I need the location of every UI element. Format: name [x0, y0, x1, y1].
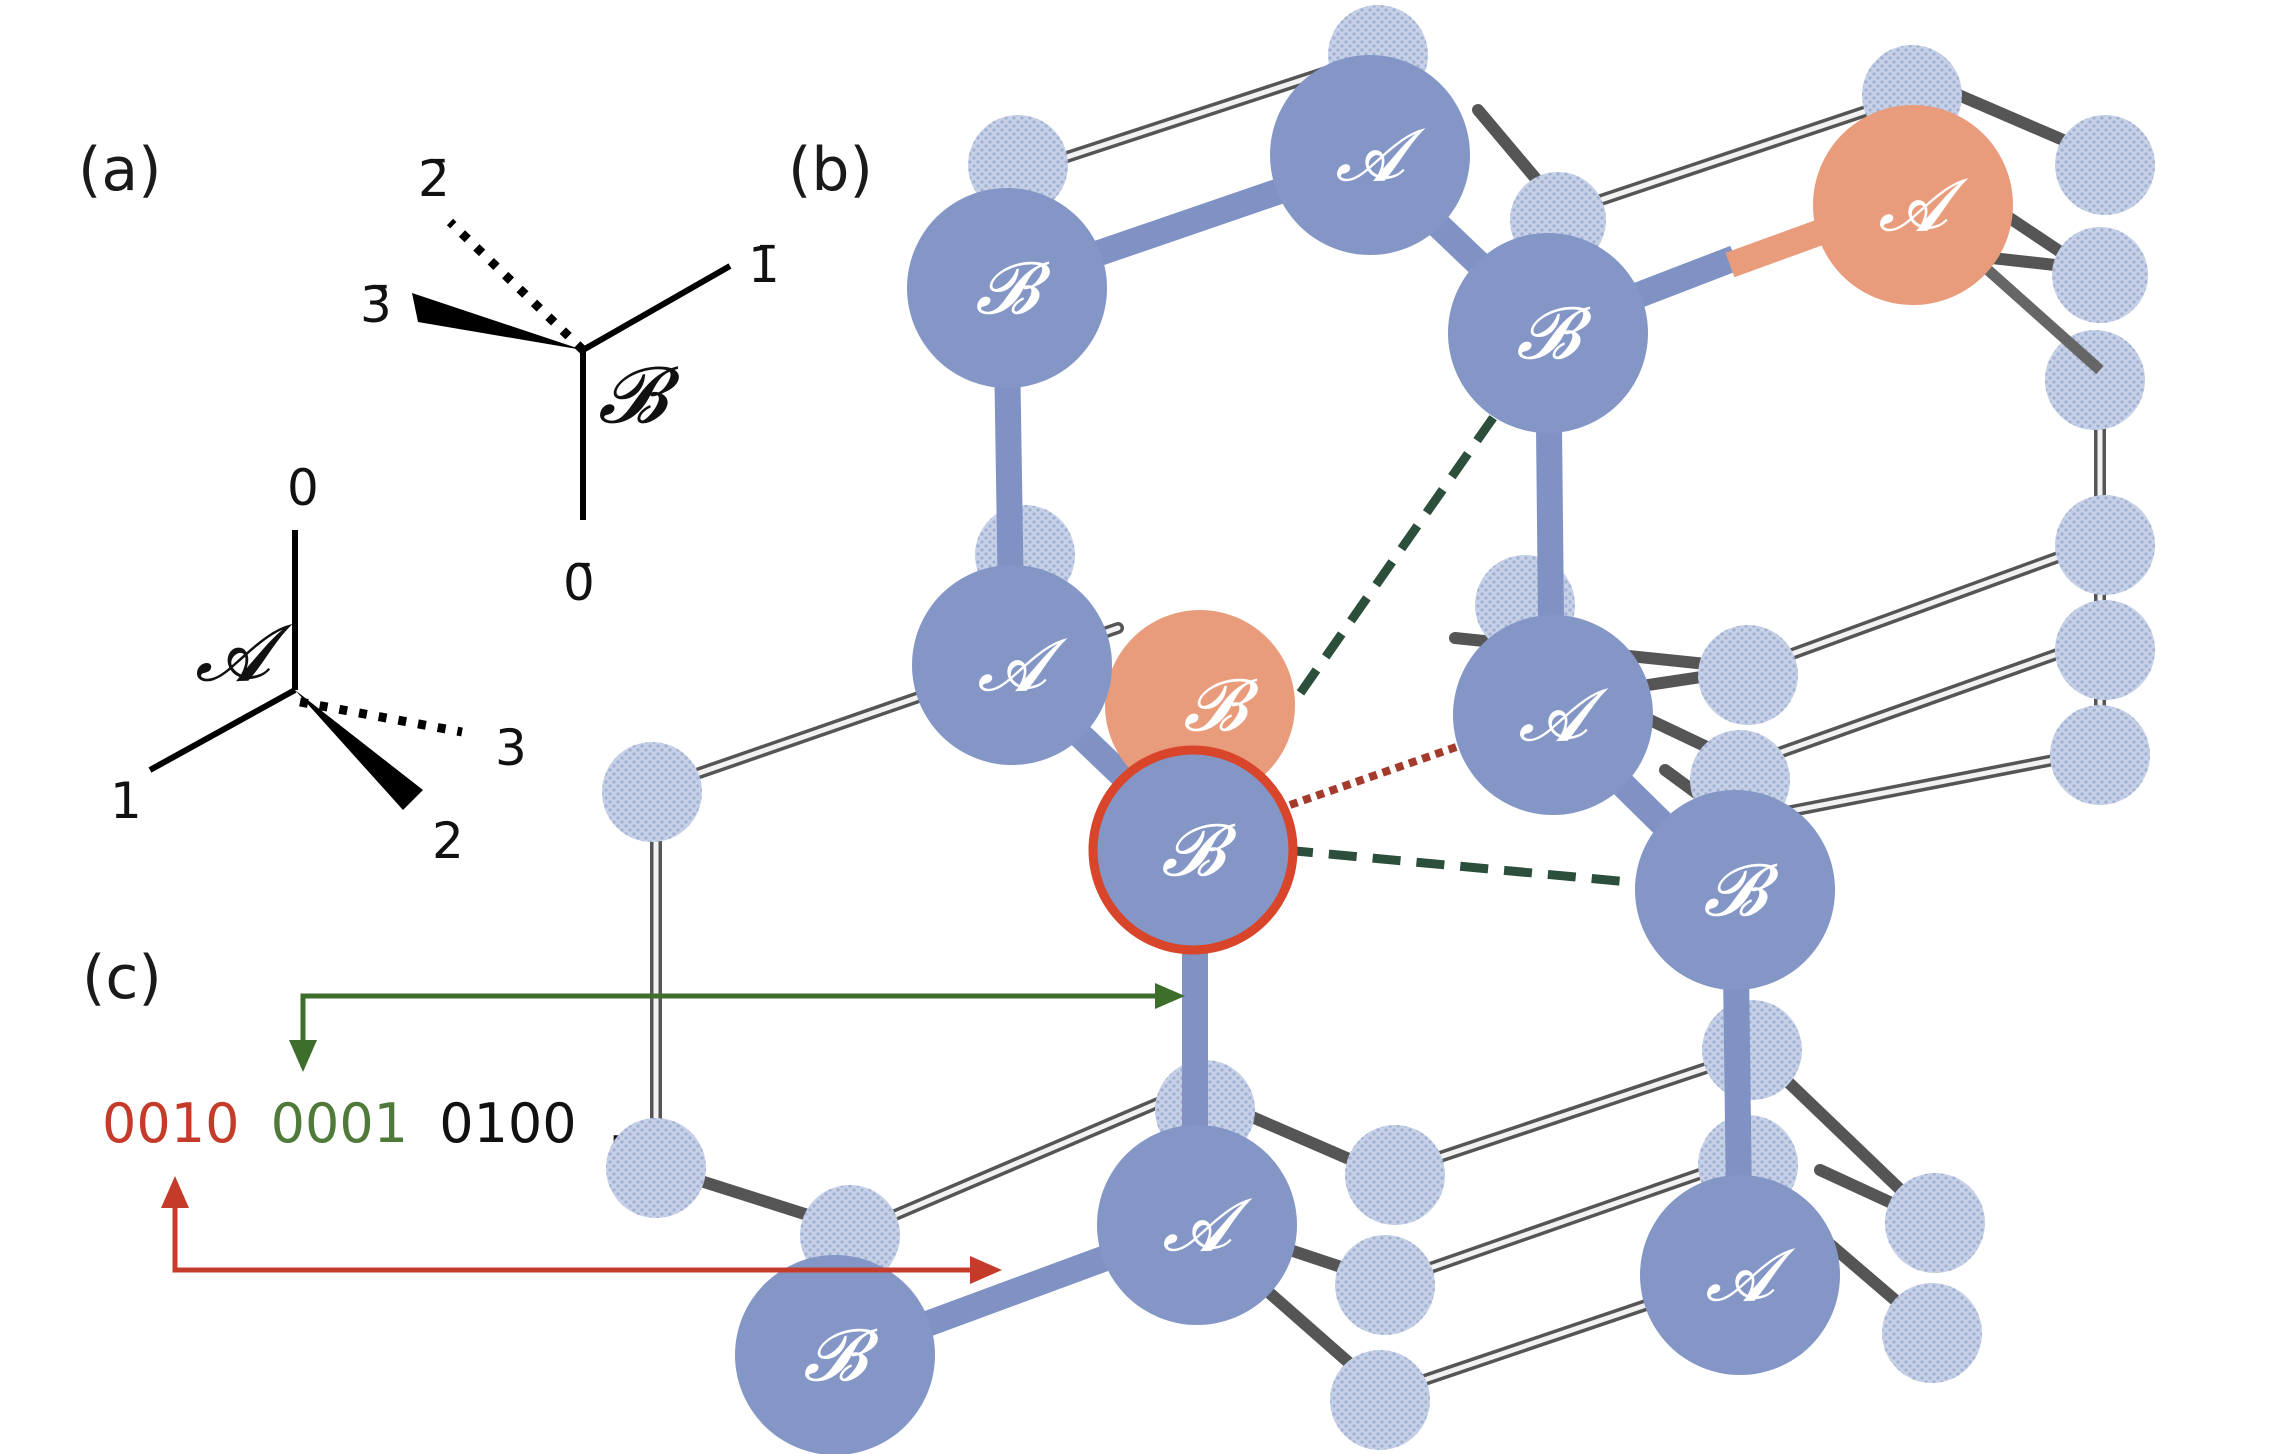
bits-green: 0001: [271, 1092, 408, 1155]
panel-label-b: (b): [788, 135, 873, 205]
green-dashed-bond-right: [1284, 845, 1641, 888]
leg-a-left-label: 1: [110, 772, 142, 830]
wedge-b-left: [412, 293, 583, 350]
atom-a-orange: 𝓐: [1813, 105, 2013, 305]
svg-text:𝓑: 𝓑: [1516, 291, 1592, 375]
wedge-a-bottom: [295, 690, 423, 810]
leg-b-left-label: 3̄: [360, 276, 392, 334]
atom-b: 𝓑: [1635, 790, 1835, 990]
bits-black: 0100: [439, 1092, 576, 1155]
tetra-b-label: 𝓑: [598, 351, 681, 441]
ghost-atom: [2045, 330, 2145, 430]
green-arrow: [300, 993, 1160, 1048]
ghost-atom: [2055, 495, 2155, 595]
leg-a-bottom-label: 2: [432, 812, 464, 870]
highlight-ring: [1088, 745, 1298, 955]
tetrahedron-b: 𝓑 2̄ 3̄ 1̄ 0̄: [360, 150, 780, 612]
ghost-atom: [1345, 1125, 1445, 1225]
atom-b: 𝓑: [907, 188, 1107, 388]
svg-text:𝓑: 𝓑: [803, 1313, 879, 1397]
red-arrow: [172, 1206, 975, 1273]
leg-b-bottom-label: 0̄: [563, 554, 595, 612]
atom-a: 𝓐: [1640, 1175, 1840, 1375]
panel-label-c: (c): [82, 943, 162, 1013]
ghost-atom: [602, 742, 702, 842]
svg-text:𝓑: 𝓑: [1703, 848, 1779, 932]
svg-text:𝓑: 𝓑: [1161, 808, 1237, 892]
atom-b-orange: 𝓑: [1105, 610, 1295, 800]
leg-b-topleft-label: 2̄: [418, 150, 450, 208]
atom-b: 𝓑: [735, 1255, 935, 1454]
ghost-atom: [1702, 1000, 1802, 1100]
atom-b: 𝓑: [1448, 233, 1648, 433]
ghost-atom: [1885, 1173, 1985, 1273]
red-dotted-bond: [1288, 741, 1464, 809]
ghost-atom: [2050, 705, 2150, 805]
ghost-atom: [2055, 600, 2155, 700]
atom-a: 𝓐: [1097, 1125, 1297, 1325]
leg-a-top-label: 0: [287, 459, 319, 517]
red-arrowhead-right: [970, 1256, 1002, 1284]
atom-a: 𝓐: [1453, 615, 1653, 815]
atom-b-highlighted: 𝓑: [1088, 745, 1298, 955]
bond-a-left: [148, 687, 297, 773]
leg-b-right-label: 1̄: [748, 236, 780, 294]
ghost-atom: [2052, 227, 2148, 323]
ghost-atom: [2055, 115, 2155, 215]
ghost-atom: [1335, 1235, 1435, 1335]
green-arrowhead-down: [289, 1040, 317, 1072]
ghost-atom: [1698, 625, 1798, 725]
ghost-atom: [1330, 1350, 1430, 1450]
hash-a-right: [299, 697, 463, 737]
tetrahedron-a: 𝓐 0 3 1 2: [110, 459, 527, 870]
bond-b-right: [581, 263, 732, 353]
leg-a-right-label: 3: [495, 719, 527, 777]
green-arrowhead-right: [1155, 983, 1185, 1009]
svg-text:𝓑: 𝓑: [975, 246, 1051, 330]
bitstring: 0010 0001 0100 ...: [102, 1092, 659, 1155]
red-arrowhead-up: [161, 1176, 189, 1208]
atom-a: 𝓐: [1270, 55, 1470, 255]
panel-label-a: (a): [78, 135, 162, 205]
atom-a: 𝓐: [912, 565, 1112, 765]
ghost-atom: [606, 1118, 706, 1218]
svg-text:𝓑: 𝓑: [1183, 663, 1259, 747]
ghost-atom: [1882, 1283, 1982, 1383]
main-atoms: 𝓐 𝓑 𝓑 𝓐 𝓑 𝓐 𝓐 𝓑: [735, 55, 2013, 1454]
tetra-a-label: 𝓐: [195, 609, 293, 699]
bits-red: 0010: [102, 1092, 239, 1155]
